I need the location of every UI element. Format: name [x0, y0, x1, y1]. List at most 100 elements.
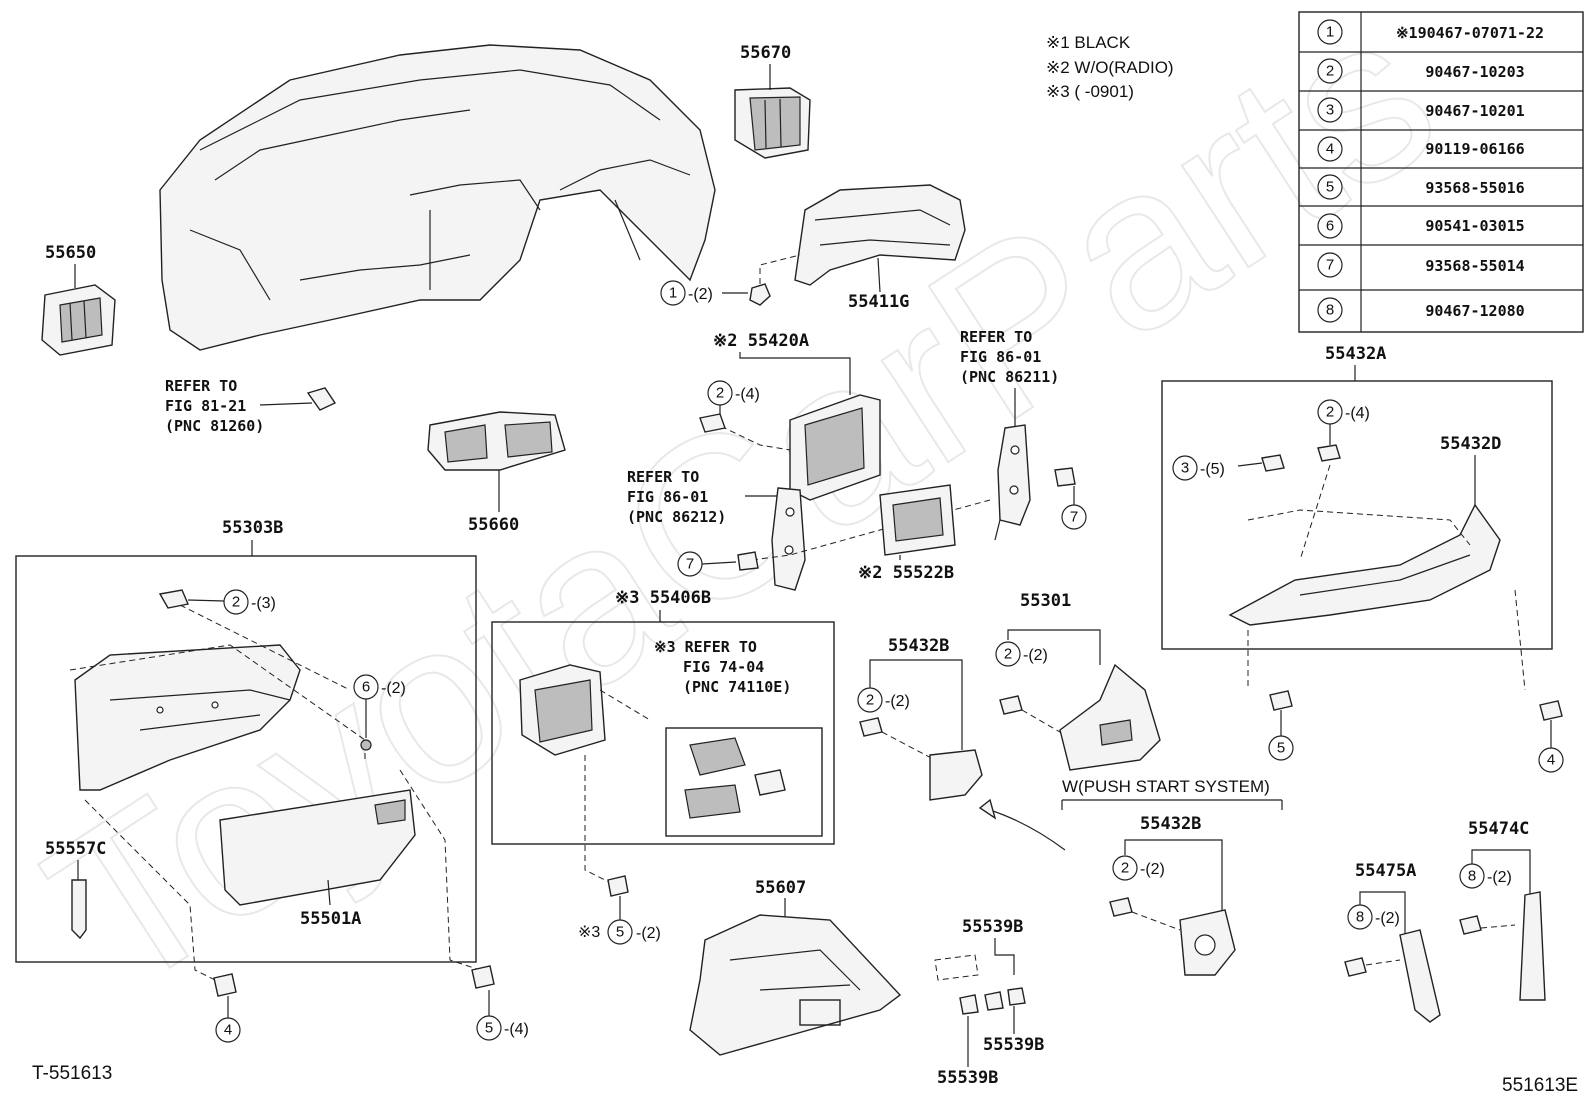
bracket-left	[771, 487, 806, 591]
callout-number: 2	[1121, 860, 1129, 877]
part-label-55420A: ※2 55420A	[713, 331, 809, 351]
ref-line: REFER TO	[960, 328, 1032, 346]
footer-right-code: 551613E	[1502, 1075, 1578, 1096]
callout-3-5: 3 -(5)	[1172, 455, 1263, 481]
table-row: 7 93568-55014	[1317, 252, 1525, 278]
screw-icon	[471, 965, 495, 989]
table-row-index: 1	[1326, 24, 1334, 41]
part-label-55539B-top: 55539B	[962, 917, 1023, 937]
callout-quantity: -(2)	[1375, 910, 1400, 927]
callout-number: 7	[1070, 509, 1078, 526]
cup-holder-box-frame	[491, 621, 835, 845]
clip-icon	[1109, 897, 1133, 917]
clip-icon	[1459, 915, 1482, 935]
cup-holder-subbox-frame	[665, 727, 823, 837]
callout-5-right: 5	[1268, 710, 1294, 761]
callout-6: 6 -(2)	[353, 674, 406, 738]
notes: ※1 BLACK ※2 W/O(RADIO) ※3 ( -0901)	[1046, 33, 1174, 101]
center-vent	[427, 411, 566, 471]
reference-81-21: REFER TO FIG 81-21 (PNC 81260)	[165, 377, 337, 435]
clip-icon	[1317, 444, 1341, 462]
part-label-55411G: 55411G	[848, 292, 909, 312]
sensor-icon	[306, 387, 337, 411]
callout-7-right: 7	[1061, 504, 1087, 530]
clip-icon	[984, 991, 1004, 1011]
callout-number: 6	[362, 679, 370, 696]
callout-number: 5	[485, 1020, 493, 1037]
part-label-55539B-bottom: 55539B	[937, 1068, 998, 1088]
table-row-index: 4	[1326, 141, 1334, 158]
table-row-index: 2	[1326, 63, 1334, 80]
lower-cover-push-start	[1179, 909, 1236, 976]
parts-table-frame	[1298, 11, 1584, 333]
callout-quantity: -(4)	[504, 1021, 529, 1038]
table-row-part-number: 90119-06166	[1425, 140, 1524, 158]
table-row-part-number: ※190467-07071-22	[1396, 24, 1544, 42]
part-label-55474C: 55474C	[1468, 819, 1529, 839]
reference-86-01-86212: REFER TO FIG 86-01 (PNC 86212)	[627, 468, 778, 526]
reference-86-01-86211: REFER TO FIG 86-01 (PNC 86211)	[960, 328, 1059, 428]
glove-box-lid	[219, 789, 416, 906]
callout-number: 7	[686, 556, 694, 573]
table-row-part-number: 90467-10203	[1425, 63, 1524, 81]
callout-quantity: -(4)	[1345, 405, 1370, 422]
callout-quantity: -(2)	[1023, 647, 1048, 664]
screw-icon	[737, 551, 759, 571]
part-label-55406B: ※3 55406B	[615, 588, 711, 608]
arrow-line	[989, 809, 1066, 851]
ref-line: REFER TO	[627, 468, 699, 486]
part-label-55501A: 55501A	[300, 909, 361, 929]
clip-icon	[959, 994, 979, 1015]
callout-4-left: 4	[215, 996, 241, 1043]
clip-icon	[1344, 957, 1367, 977]
callout-number: 4	[224, 1022, 232, 1039]
damper-icon	[360, 739, 372, 751]
part-label-55432A: 55432A	[1325, 344, 1386, 364]
screw-icon	[607, 875, 629, 897]
ref-line: (PNC 74110E)	[683, 678, 791, 696]
callout-quantity: -(2)	[885, 693, 910, 710]
table-row-part-number: 90541-03015	[1425, 217, 1524, 235]
glove-box-door	[74, 644, 301, 791]
callout-quantity: -(2)	[688, 286, 713, 303]
table-row-part-number: 90467-12080	[1425, 302, 1524, 320]
callout-5-4: 5 -(4)	[476, 990, 529, 1041]
callout-number: 5	[616, 924, 624, 941]
callout-8-b: 8 -(2)	[1459, 863, 1512, 889]
callout-2-3: 2 -(3)	[187, 589, 276, 615]
table-row-part-number: 90467-10201	[1425, 102, 1524, 120]
side-vent-left	[41, 284, 116, 356]
cup-holder-housing	[519, 664, 606, 756]
note-1: ※1 BLACK	[1046, 33, 1131, 52]
clip-icon	[699, 413, 726, 433]
side-vent-right	[734, 87, 811, 159]
callout-number: 2	[232, 594, 240, 611]
callout-2-2-a: 2 -(2)	[857, 687, 910, 713]
callout-quantity: -(2)	[1140, 861, 1165, 878]
bracket-right	[994, 424, 1031, 541]
callout-2-2-b: 2 -(2)	[995, 641, 1048, 667]
part-label-55522B: ※2 55522B	[858, 563, 954, 583]
callout-quantity: -(2)	[1487, 869, 1512, 886]
callout-quantity: -(5)	[1200, 461, 1225, 478]
clip-icon	[999, 695, 1023, 715]
part-label-55432B-left: 55432B	[888, 636, 949, 656]
table-row: 3 90467-10201	[1317, 97, 1525, 123]
pin-icon	[71, 879, 87, 940]
callout-number: 4	[1547, 752, 1555, 769]
ref-line: (PNC 81260)	[165, 417, 264, 435]
ref-line: FIG 74-04	[683, 658, 764, 676]
ref-line: REFER TO	[165, 377, 237, 395]
screw-icon	[1539, 700, 1563, 721]
lower-panel-assembly-frame	[1161, 380, 1553, 650]
callout-quantity: -(2)	[636, 925, 661, 942]
callout-4-right: 4	[1538, 720, 1564, 773]
lower-cover-left	[929, 749, 983, 801]
clip-icon	[749, 283, 771, 306]
part-label-55303B: 55303B	[222, 518, 283, 538]
callout-prefix: ※3	[578, 924, 600, 941]
callout-quantity: -(2)	[381, 680, 406, 697]
ref-line: (PNC 86211)	[960, 368, 1059, 386]
part-label-55432D: 55432D	[1440, 434, 1501, 454]
